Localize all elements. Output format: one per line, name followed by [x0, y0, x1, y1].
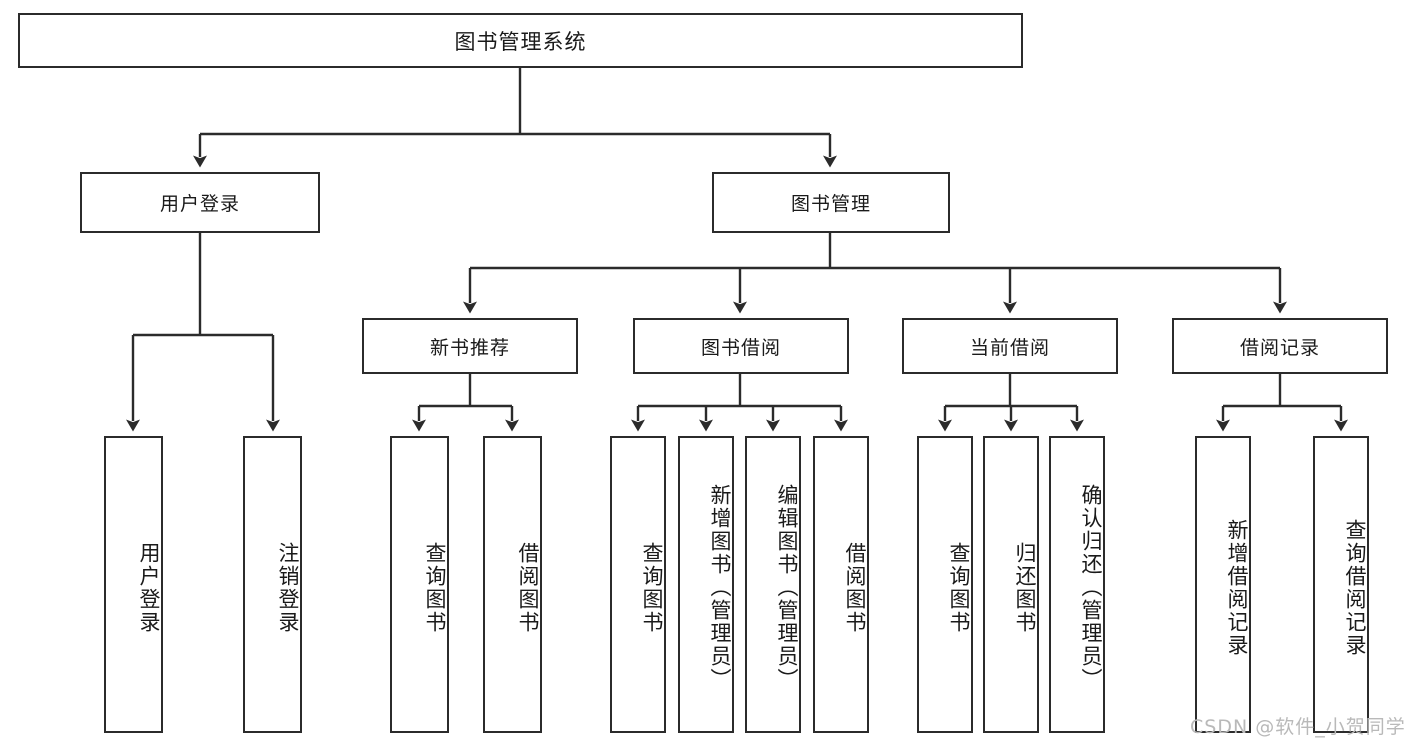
- node-leaf-add-book-label: 新增图书（管理员）: [708, 484, 732, 691]
- node-leaf-query-book-3-label: 查询图书: [947, 541, 971, 634]
- node-book-borrow-label: 图书借阅: [700, 336, 781, 359]
- node-leaf-user-login-label: 用户登录: [137, 541, 161, 634]
- edges: [126, 68, 1348, 432]
- node-leaf-return-book[interactable]: 归还图书: [983, 436, 1039, 733]
- node-current-borrow-label: 当前借阅: [969, 336, 1050, 359]
- node-leaf-user-logout[interactable]: 注销登录: [243, 436, 302, 733]
- node-new-book-recommend-label: 新书推荐: [429, 336, 510, 359]
- node-borrow-record-label: 借阅记录: [1239, 336, 1320, 359]
- node-leaf-borrow-book-2[interactable]: 借阅图书: [813, 436, 869, 733]
- watermark: CSDN @软件_小贺同学: [1190, 716, 1405, 738]
- node-leaf-borrow-book-1[interactable]: 借阅图书: [483, 436, 542, 733]
- node-leaf-query-book-3[interactable]: 查询图书: [917, 436, 973, 733]
- node-leaf-query-book-2[interactable]: 查询图书: [610, 436, 666, 733]
- node-leaf-confirm-return[interactable]: 确认归还（管理员）: [1049, 436, 1105, 733]
- node-leaf-edit-book-label: 编辑图书（管理员）: [775, 484, 799, 691]
- node-leaf-borrow-book-2-label: 借阅图书: [843, 541, 867, 634]
- node-leaf-add-record[interactable]: 新增借阅记录: [1195, 436, 1251, 733]
- node-leaf-query-book-1[interactable]: 查询图书: [390, 436, 449, 733]
- node-leaf-return-book-label: 归还图书: [1013, 541, 1037, 634]
- node-leaf-query-book-1-label: 查询图书: [423, 541, 447, 634]
- node-leaf-add-book[interactable]: 新增图书（管理员）: [678, 436, 734, 733]
- node-leaf-query-record-label: 查询借阅记录: [1343, 518, 1367, 657]
- node-leaf-user-login[interactable]: 用户登录: [104, 436, 163, 733]
- node-leaf-user-logout-label: 注销登录: [276, 541, 300, 634]
- node-root-label: 图书管理系统: [454, 29, 587, 54]
- node-user-login-label: 用户登录: [159, 193, 240, 215]
- node-leaf-query-record[interactable]: 查询借阅记录: [1313, 436, 1369, 733]
- node-root[interactable]: 图书管理系统: [18, 13, 1023, 68]
- node-leaf-edit-book[interactable]: 编辑图书（管理员）: [745, 436, 801, 733]
- node-new-book-recommend[interactable]: 新书推荐: [362, 318, 578, 374]
- node-leaf-query-book-2-label: 查询图书: [640, 541, 664, 634]
- node-book-manage[interactable]: 图书管理: [712, 172, 950, 233]
- node-leaf-confirm-return-label: 确认归还（管理员）: [1079, 484, 1103, 691]
- node-leaf-borrow-book-1-label: 借阅图书: [516, 541, 540, 634]
- node-current-borrow[interactable]: 当前借阅: [902, 318, 1118, 374]
- node-book-borrow[interactable]: 图书借阅: [633, 318, 849, 374]
- node-leaf-add-record-label: 新增借阅记录: [1225, 518, 1249, 657]
- node-user-login[interactable]: 用户登录: [80, 172, 320, 233]
- node-book-manage-label: 图书管理: [790, 193, 871, 215]
- node-borrow-record[interactable]: 借阅记录: [1172, 318, 1388, 374]
